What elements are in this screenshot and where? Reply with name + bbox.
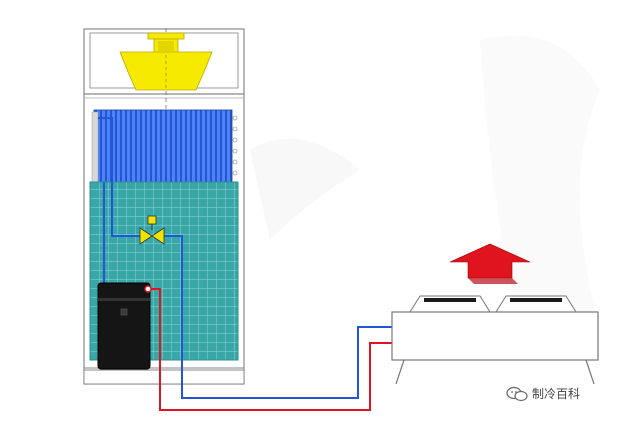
wechat-icon [506,386,528,402]
fan-icon [119,28,213,110]
outdoor-condenser [391,295,599,385]
evaporator-coil [91,109,238,183]
background-watermark [250,35,600,331]
condenser-fan-right [495,295,577,313]
watermark-text: 制冷百科 [532,387,581,401]
compressor [97,282,152,370]
liquid-line [148,288,394,411]
cabinet-base [83,369,245,385]
watermark: 制冷百科 [506,385,580,402]
expansion-valve-icon [139,215,165,245]
condenser-fan-left [409,295,491,313]
airflow-arrow-icon [449,243,531,284]
